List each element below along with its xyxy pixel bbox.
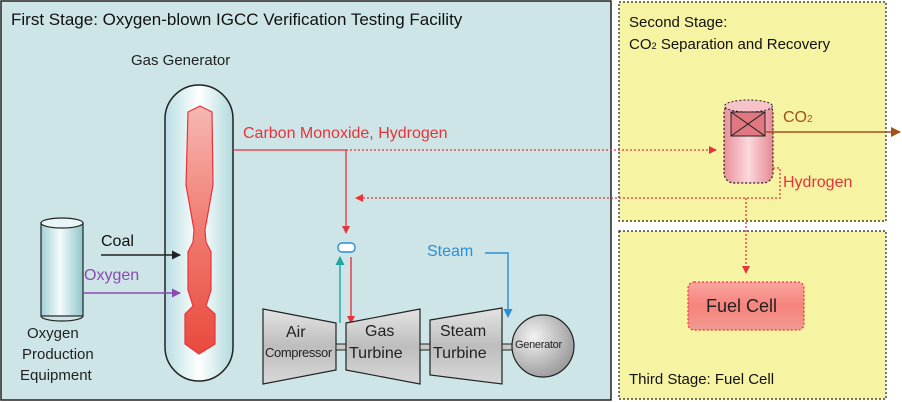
- separation-recovery-text: Separation and Recovery: [656, 36, 831, 53]
- shaft: [419, 343, 431, 351]
- oxygen-equipment-label-line2: Production: [22, 346, 94, 363]
- co2-text: CO: [629, 36, 652, 53]
- oxygen-label: Oxygen: [84, 267, 140, 284]
- gas-generator-label: Gas Generator: [131, 52, 231, 69]
- oxygen-production-equipment: [40, 217, 84, 322]
- generator-shape: [511, 314, 575, 378]
- generator-label: Generator: [515, 339, 562, 351]
- second-stage-title-line1: Second Stage:: [629, 14, 728, 31]
- air-compressor-label-line2: Compressor: [265, 345, 332, 360]
- combustor: [337, 242, 356, 253]
- co2-text: CO: [783, 109, 807, 126]
- hydrogen-label: Hydrogen: [783, 174, 853, 191]
- third-stage-title: Third Stage: Fuel Cell: [629, 371, 775, 388]
- shaft: [335, 343, 347, 351]
- gas-turbine-label-line2: Turbine: [349, 345, 403, 362]
- shaft: [501, 343, 513, 351]
- co-h2-label: Carbon Monoxide, Hydrogen: [243, 125, 448, 142]
- steam-turbine-shape: [429, 307, 503, 385]
- steam-turbine-label-line1: Steam: [440, 323, 487, 340]
- steam-arrow: [485, 252, 513, 318]
- hydrogen-return-line: [355, 167, 781, 202]
- coal-label: Coal: [101, 233, 134, 250]
- fuel-cell-label: Fuel Cell: [706, 296, 778, 316]
- steam-turbine-label-line2: Turbine: [433, 345, 487, 362]
- gas-turbine-shape: [345, 308, 421, 385]
- steam-label: Steam: [427, 243, 474, 260]
- first-stage-title: First Stage: Oxygen-blown IGCC Verificat…: [11, 10, 463, 29]
- flame-shape: [184, 105, 216, 355]
- second-stage-title-line2: CO2 Separation and Recovery: [629, 37, 830, 52]
- oxygen-equipment-label-line3: Equipment: [20, 367, 92, 384]
- co2-output-label: CO2: [783, 110, 813, 126]
- gas-turbine-label-line1: Gas: [365, 323, 395, 340]
- oxygen-equipment-label-line1: Oxygen: [27, 325, 79, 342]
- co2-subscript: 2: [651, 41, 657, 51]
- fuel-cell-box: [687, 281, 805, 331]
- gas-generator: [164, 84, 234, 382]
- air-compressor-label-line1: Air: [286, 324, 306, 341]
- air-compressor-shape: [262, 308, 337, 385]
- co2-separator: [723, 99, 774, 184]
- co2-subscript: 2: [807, 114, 813, 125]
